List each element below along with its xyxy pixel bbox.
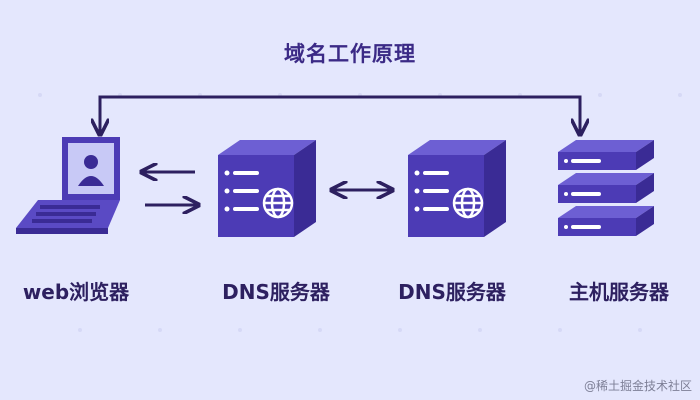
node-label-dns-1: DNS服务器 bbox=[222, 280, 330, 304]
node-label-dns-2: DNS服务器 bbox=[398, 280, 506, 304]
laptop-user-icon bbox=[16, 137, 120, 234]
diagram-title: 域名工作原理 bbox=[284, 42, 416, 66]
node-label-host: 主机服务器 bbox=[569, 280, 669, 304]
watermark: @稀土掘金技术社区 bbox=[583, 379, 692, 393]
node-label-browser: web浏览器 bbox=[22, 280, 130, 304]
server-stack-icon bbox=[558, 140, 654, 236]
top-connector-arrow bbox=[100, 95, 580, 133]
server-globe-icon bbox=[218, 140, 316, 237]
server-globe-icon bbox=[408, 140, 506, 237]
browser-dns-arrows bbox=[143, 172, 197, 205]
